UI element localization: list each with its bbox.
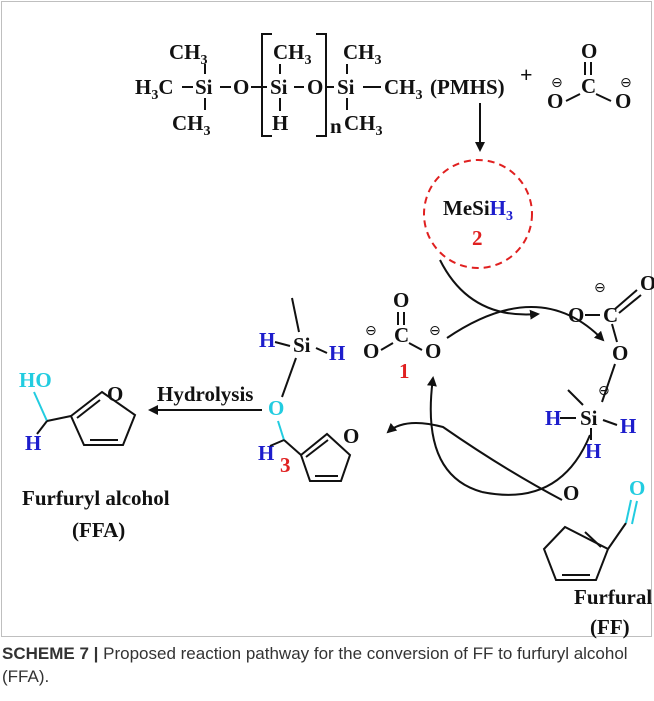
svg-text:H: H <box>329 341 345 365</box>
figure-caption: SCHEME 7 | Proposed reaction pathway for… <box>2 642 650 688</box>
carbonate-catalyst: O C O O ⊖ ⊖ 1 <box>363 288 441 383</box>
svg-text:H: H <box>545 406 561 430</box>
svg-text:Si: Si <box>293 333 311 357</box>
svg-text:O: O <box>393 288 409 312</box>
svg-text:O: O <box>107 382 123 406</box>
svg-text:O: O <box>425 339 441 363</box>
pmhs-structure: CH3 CH3 CH3 H3C Si O Si O Si CH3 CH3 H n… <box>135 40 505 139</box>
furfural: O O Furfural (FF) <box>542 476 652 639</box>
carbonate-top: O C O O ⊖ ⊖ <box>547 39 632 113</box>
furfuryl-alcohol: HO H O Furfuryl alcohol (FFA) <box>19 368 170 542</box>
svg-text:O: O <box>615 89 631 113</box>
svg-text:H: H <box>25 431 41 455</box>
compound-2-number: 2 <box>472 226 483 250</box>
svg-text:H: H <box>272 111 288 135</box>
figure-frame <box>1 1 652 637</box>
svg-text:O: O <box>581 39 597 63</box>
svg-text:O: O <box>233 75 249 99</box>
svg-text:(FFA): (FFA) <box>72 518 125 542</box>
svg-text:⊖: ⊖ <box>620 75 632 91</box>
svg-text:Si: Si <box>337 75 355 99</box>
catalytic-cycle <box>386 259 605 501</box>
svg-text:⊖: ⊖ <box>551 75 563 91</box>
caption-text: Proposed reaction pathway for the conver… <box>2 644 628 686</box>
svg-text:⊖: ⊖ <box>598 383 610 399</box>
svg-text:H3C: H3C <box>135 75 174 103</box>
silane-highlight-circle <box>423 159 533 269</box>
plus-sign: + <box>520 62 533 87</box>
svg-text:CH3: CH3 <box>343 40 382 68</box>
reaction-scheme: CH3 CH3 CH3 H3C Si O Si O Si CH3 CH3 H n… <box>19 33 654 639</box>
svg-text:⊖: ⊖ <box>429 323 441 339</box>
svg-text:O: O <box>640 271 654 295</box>
svg-text:O: O <box>343 424 359 448</box>
svg-text:CH3: CH3 <box>384 75 423 103</box>
svg-text:O: O <box>612 341 628 365</box>
silane-label: MeSiH3 <box>443 196 513 224</box>
svg-text:H: H <box>258 441 274 465</box>
svg-text:(PMHS): (PMHS) <box>430 75 505 99</box>
svg-text:O: O <box>268 396 284 420</box>
silicate-complex: O C O O Si H H H ⊖ ⊖ <box>545 271 654 463</box>
svg-text:O: O <box>363 339 379 363</box>
svg-text:Furfuryl alcohol: Furfuryl alcohol <box>22 486 170 510</box>
pmhs-bonds <box>182 33 381 137</box>
hydrolysis-label: Hydrolysis <box>157 382 253 406</box>
svg-text:CH3: CH3 <box>169 40 208 68</box>
svg-text:CH3: CH3 <box>344 111 383 139</box>
svg-text:O: O <box>563 481 579 505</box>
svg-text:Si: Si <box>270 75 288 99</box>
svg-text:HO: HO <box>19 368 52 392</box>
svg-text:O: O <box>547 89 563 113</box>
svg-text:(FF): (FF) <box>590 615 630 639</box>
svg-text:n: n <box>330 114 342 138</box>
svg-text:Si: Si <box>195 75 213 99</box>
caption-label: SCHEME 7 | <box>2 644 99 663</box>
svg-text:CH3: CH3 <box>273 40 312 68</box>
svg-text:C: C <box>603 303 618 327</box>
svg-text:C: C <box>581 74 596 98</box>
svg-text:H: H <box>259 328 275 352</box>
svg-text:Furfural: Furfural <box>574 585 652 609</box>
svg-text:O: O <box>629 476 645 500</box>
svg-text:Si: Si <box>580 406 598 430</box>
svg-text:O: O <box>307 75 323 99</box>
svg-text:C: C <box>394 323 409 347</box>
svg-text:CH3: CH3 <box>172 111 211 139</box>
svg-text:H: H <box>585 439 601 463</box>
compound-3-number: 3 <box>280 453 291 477</box>
svg-text:H: H <box>620 414 636 438</box>
compound-1-number: 1 <box>399 359 410 383</box>
silyl-ether-3: Si H H H O 3 O <box>258 297 359 482</box>
svg-text:⊖: ⊖ <box>594 280 606 296</box>
svg-text:⊖: ⊖ <box>365 323 377 339</box>
